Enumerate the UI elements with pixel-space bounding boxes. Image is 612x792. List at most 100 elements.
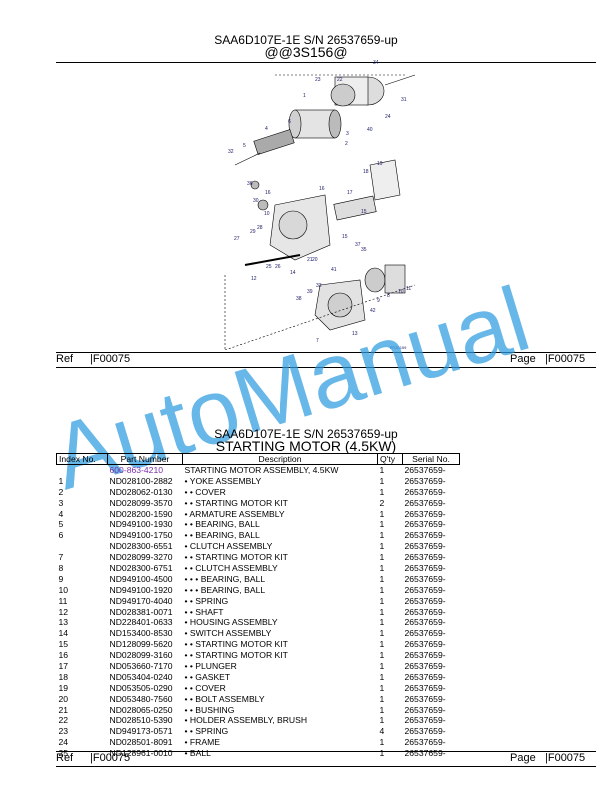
cell-serial: 26537659- (404, 508, 446, 519)
cell-qty: 1 (379, 508, 385, 519)
cell-part-number: ND053660-7170 (109, 661, 173, 672)
cell-index: 18 (58, 671, 69, 682)
cell-serial: 26537659- (404, 465, 446, 475)
cell-part-number: ND028099-3160 (109, 650, 173, 661)
cell-index (57, 541, 108, 552)
cell-qty: 1 (379, 661, 385, 672)
page-value-2: |F00075 (545, 752, 586, 764)
cell-part-number: ND053404-0240 (109, 671, 173, 682)
cell-qty: 1 (379, 475, 385, 486)
cell-index: 3 (58, 497, 64, 508)
cell-index: 1 (58, 475, 64, 486)
ref-label: Ref (56, 353, 74, 365)
parts-table: Index No. Part Number Description Q'ty S… (56, 453, 460, 759)
cell-part-number: ND949173-0571 (109, 726, 173, 737)
footer-rule-bottom (56, 367, 596, 368)
cell-part-number: ND053505-0290 (109, 682, 173, 693)
cell-description: • • • BEARING, BALL (184, 573, 266, 584)
cell-serial: 26537659- (404, 639, 446, 650)
svg-text:18: 18 (363, 169, 369, 175)
ref-label-2: Ref (56, 752, 74, 764)
cell-part-number: ND028300-6751 (109, 563, 173, 574)
cell-description: • • CLUTCH ASSEMBLY (184, 563, 278, 574)
cell-serial: 26537659- (404, 486, 446, 497)
svg-text:9: 9 (377, 298, 380, 304)
cell-index: 7 (58, 552, 64, 563)
cell-part-number: ND028099-3270 (109, 552, 173, 563)
cell-part-number: ND153400-8530 (109, 628, 173, 639)
header-rule (56, 62, 596, 63)
cell-description: • • SHAFT (184, 606, 224, 617)
cell-part-number: ND053480-7560 (109, 693, 173, 704)
footer-rule-top (56, 352, 596, 353)
cell-part-number: ND228401-0633 (109, 617, 173, 628)
cell-serial: 26537659- (404, 552, 446, 563)
cell-description: • • COVER (184, 682, 226, 693)
col-header-serial: Serial No. (402, 453, 460, 465)
footer-rule-top-2 (56, 751, 596, 752)
cell-index: 5 (58, 519, 64, 530)
cell-description: • BALL (184, 748, 211, 759)
cell-index: 14 (58, 628, 69, 639)
svg-text:30: 30 (253, 198, 259, 204)
col-header-part-number: Part Number (107, 453, 183, 465)
cell-description: • FRAME (184, 737, 220, 748)
cell-description: • HOLDER ASSEMBLY, BRUSH (184, 715, 308, 726)
cell-serial: 26537659- (404, 573, 446, 584)
cell-description: • • BOLT ASSEMBLY (184, 693, 265, 704)
col-header-qty: Q'ty (377, 453, 403, 465)
cell-description: • • STARTING MOTOR KIT (184, 497, 288, 508)
footer-rule-bottom-2 (56, 766, 596, 767)
cell-index: 17 (58, 661, 69, 672)
svg-text:12: 12 (251, 276, 257, 282)
cell-qty: 1 (379, 519, 385, 530)
cell-qty: 1 (379, 486, 385, 497)
cell-part-number: ND949100-1920 (109, 584, 173, 595)
svg-text:6: 6 (288, 119, 291, 125)
cell-qty: 1 (379, 563, 385, 574)
cell-part-number: ND028381-0071 (109, 606, 173, 617)
svg-text:8: 8 (387, 293, 390, 299)
cell-index: 25 (58, 748, 69, 759)
cell-description: • • BUSHING (184, 704, 235, 715)
cell-qty: 1 (379, 682, 385, 693)
svg-text:17: 17 (347, 190, 353, 196)
cell-index: 2 (58, 486, 64, 497)
cell-part-number: ND028100-2882 (109, 475, 173, 486)
cell-qty: 1 (379, 465, 385, 475)
cell-qty: 1 (379, 595, 385, 606)
svg-text:15: 15 (361, 209, 367, 215)
svg-text:20: 20 (312, 257, 318, 263)
cell-part-number: ND028501-8091 (109, 737, 173, 748)
cell-description: • • STARTING MOTOR KIT (184, 639, 288, 650)
svg-text:42: 42 (370, 308, 376, 314)
model-serial-heading-2: SAA6D107E-1E S/N 26537659-up (214, 427, 398, 441)
cell-index: 21 (58, 704, 69, 715)
cell-part-number: ND949100-4500 (109, 573, 173, 584)
cell-part-number: ND949170-4040 (109, 595, 173, 606)
group-code-heading: @@3S156@ (264, 44, 348, 60)
svg-text:37: 37 (355, 242, 361, 248)
cell-description: • • COVER (184, 486, 226, 497)
svg-text:35: 35 (361, 247, 367, 253)
cell-qty: 4 (379, 726, 385, 737)
cell-serial: 26537659- (404, 693, 446, 704)
cell-part-number: ND128099-5620 (109, 639, 173, 650)
cell-description: • • BEARING, BALL (184, 519, 260, 530)
page-label: Page (510, 353, 536, 365)
cell-description: STARTING MOTOR ASSEMBLY, 4.5KW (184, 465, 339, 475)
section-title: STARTING MOTOR (4.5KW) (215, 438, 397, 454)
svg-text:13: 13 (352, 331, 358, 337)
cell-serial: 26537659- (404, 650, 446, 661)
cell-part-number: ND949100-1750 (109, 530, 173, 541)
